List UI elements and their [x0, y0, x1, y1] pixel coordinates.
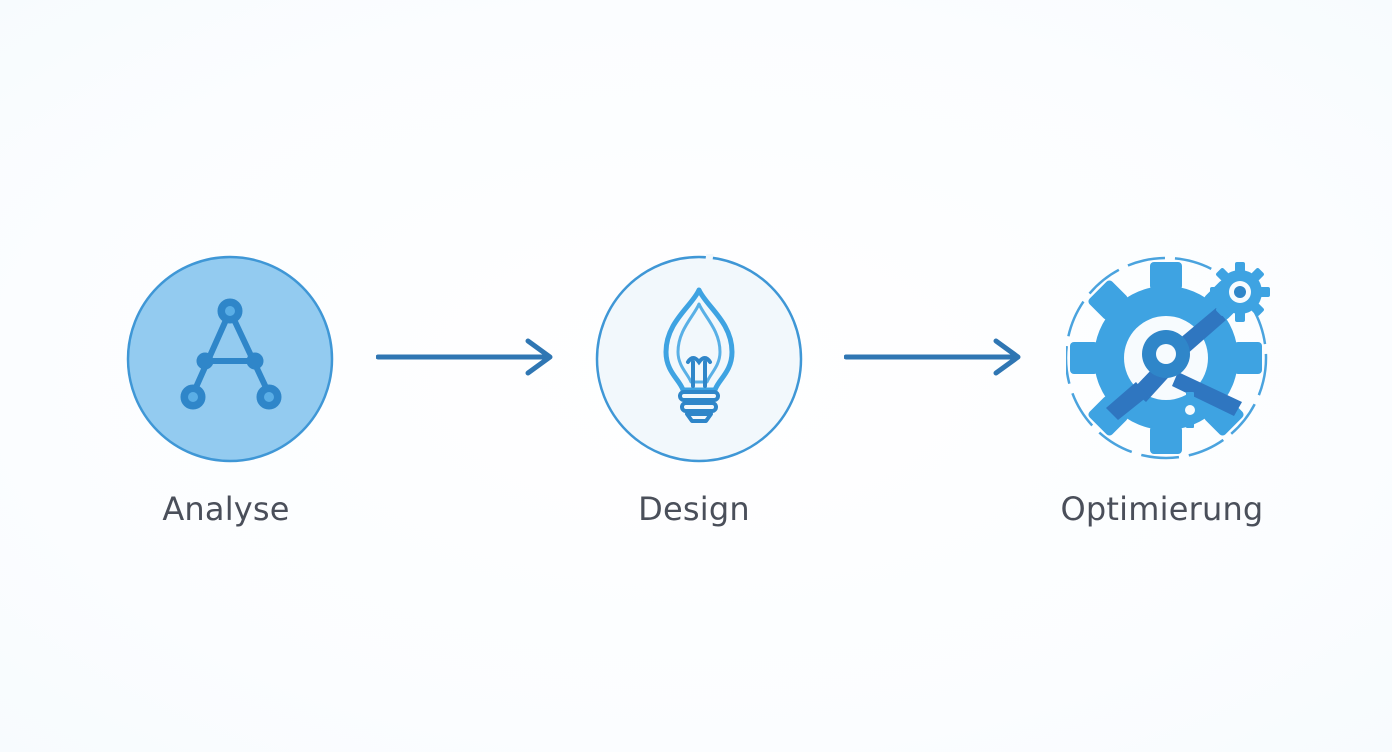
step-label: Design — [638, 490, 750, 528]
lightbulb-icon — [595, 254, 803, 463]
step-design-badge — [594, 254, 804, 464]
arrow-right-icon — [376, 338, 553, 376]
gear-tools-icon — [1066, 256, 1270, 460]
arrow-right-icon — [844, 338, 1021, 376]
step-label: Analyse — [162, 490, 290, 528]
step-optimierung-badge — [1066, 250, 1276, 460]
step-analyse-badge — [125, 254, 335, 464]
flow-arrow — [376, 337, 556, 377]
network-nodes-icon — [126, 255, 334, 463]
flow-arrow — [844, 337, 1024, 377]
step-label: Optimierung — [1060, 490, 1264, 528]
